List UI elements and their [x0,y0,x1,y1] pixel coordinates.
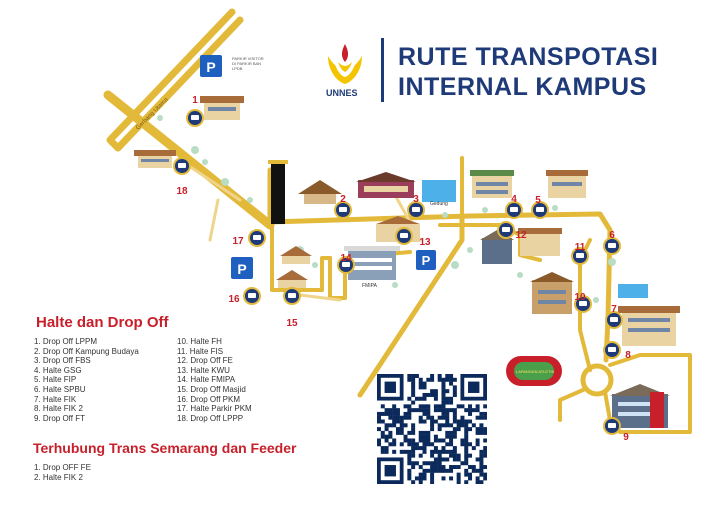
bus-stop-icon [603,237,621,255]
stop-number: 18 [176,186,188,197]
bus-stop-icon [505,201,523,219]
legend-item: 13. Halte KWU [177,365,230,375]
building-icon [530,272,574,314]
legend-item: 3. Drop Off FBS [34,356,91,366]
bus-stop-icon [531,201,549,219]
stop-number: 15 [286,318,298,329]
header-divider [381,38,384,102]
building-icon [134,150,176,168]
bus-stop-icon [574,295,592,313]
legend-item: 12. Drop Off FE [177,356,233,366]
legend-item: 17. Halte Parkir PKM [177,404,252,414]
parking-note-line: DI PARKIR BAN [232,61,262,66]
legend-item: 4. Halte GSG [34,365,82,375]
bus-stop-icon [395,227,413,245]
stop-number: 7 [611,304,617,315]
bus-stop-icon [186,109,204,127]
legend-item: 5. Halte FIP [34,375,77,385]
stop-number: 5 [535,195,541,206]
bus-stop-icon [497,221,515,239]
bus-stop-icon [571,247,589,265]
feeder-item: 1. Drop OFF FE [34,463,91,472]
stop-number: 3 [413,194,419,205]
bus-stop-icon [248,229,266,247]
svg-text:P: P [206,59,215,75]
legend-item: 1. Drop Off LPPM [34,337,97,346]
parking-note-line: LPDB [232,66,243,71]
building-icon [356,172,416,198]
title-line-2: INTERNAL KAMPUS [398,73,647,101]
bus-stop-icon [605,311,623,329]
parking-note-line: PARKIR VISITOR [232,56,264,61]
stop-number: 1 [192,95,198,106]
svg-text:P: P [237,261,246,277]
stop-number: 16 [228,294,240,305]
stadium: LAPANGAN ATLETIK [506,356,562,386]
qr-code-icon[interactable] [377,374,487,484]
building-icon [480,230,514,264]
feeder-heading: Terhubung Trans Semarang dan Feeder [33,440,297,456]
bus-stop-icon [334,201,352,219]
building-icon [298,180,342,204]
feeder-item: 2. Halte FIK 2 [34,473,83,482]
stop-number: 14 [340,253,352,264]
unnes-logo-icon [328,44,362,84]
stop-number: 6 [609,230,615,241]
legend-item: 6. Halte SPBU [34,385,86,394]
parking-icon: P [231,257,253,279]
monument-icon [268,160,288,224]
bus-stop-icon [337,256,355,274]
stop-number: 12 [515,230,527,241]
parking-signs: P P P [200,55,436,279]
svg-text:P: P [422,253,431,268]
stop-number: 13 [419,237,431,248]
stop-number: 4 [511,194,517,205]
bus-stop-icon [603,341,621,359]
building-icon: FMIPA [344,246,400,289]
legend-item: 2. Drop Off Kampung Budaya [34,346,139,356]
bus-stop-icon [283,287,301,305]
pool-small [618,284,648,298]
fmipa-label: FMIPA [362,283,378,289]
pool-label: Gedung [430,201,448,207]
building-icon [518,228,562,256]
bus-stop-icon [173,157,191,175]
building-icon [546,170,588,198]
stop-number: 11 [575,242,586,253]
legend-item: 7. Halte FIK [34,394,77,404]
stop-number: 8 [625,350,631,361]
stop-number: 2 [340,194,346,205]
building-icon [618,306,680,346]
stop-number: 10 [574,292,586,303]
building-icon [470,170,514,198]
building-icon [200,96,244,120]
bus-stop-icon [603,417,621,435]
stop-number: 9 [623,432,629,443]
building-icon [276,246,312,288]
bus-stop-icon [407,201,425,219]
logo-text: UNNES [326,88,358,98]
legend-item: 16. Drop Off PKM [177,394,240,404]
stadium-label: LAPANGAN ATLETIK [516,369,555,374]
legend-item: 14. Halte FMIPA [177,375,236,385]
stop-number: 17 [232,236,244,247]
parking-icon: P [416,250,436,270]
title-line-1: RUTE TRANSPOTASI [398,43,659,71]
pool: Gedung [422,180,456,207]
parking-icon: P [200,55,222,77]
legend-item: 18. Drop Off LPPP [177,413,244,423]
legend-item: 11. Halte FIS [177,346,224,356]
legend-item: 9. Drop Off FT [34,413,85,423]
legend-heading: Halte dan Drop Off [36,314,169,331]
legend-item: 10. Halte FH [177,337,222,346]
buildings: Gedung [134,96,680,428]
building-icon [610,384,670,428]
bus-stop-icon [243,287,261,305]
legend-item: 15. Drop Off Masjid [177,385,246,394]
legend-item: 8. Halte FIK 2 [34,404,83,414]
